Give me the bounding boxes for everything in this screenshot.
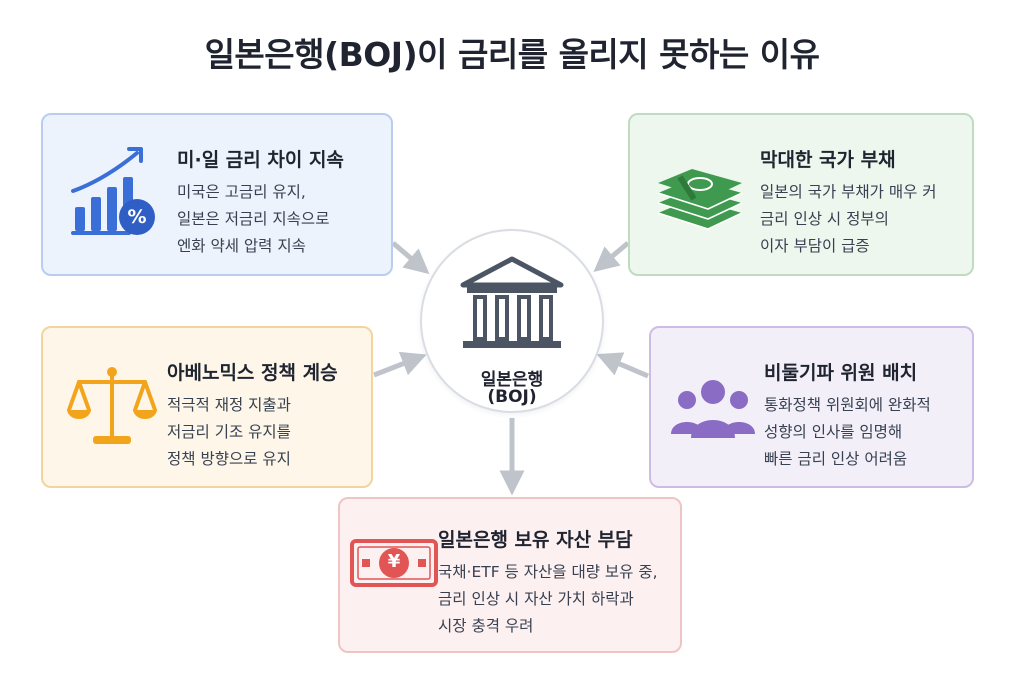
card-debt-line: 금리 인상 시 정부의 <box>760 210 889 228</box>
card-assets-title: 일본은행 보유 자산 부담 <box>438 529 633 551</box>
card-debt-line: 이자 부담이 급증 <box>760 237 870 255</box>
arrow-abenomics <box>373 351 427 378</box>
card-assets-line: 시장 충격 우려 <box>438 617 534 635</box>
card-dovish-line: 성향의 인사를 임명해 <box>764 423 903 441</box>
card-dovish-line: 빠른 금리 인상 어려움 <box>764 450 908 468</box>
chart-percent-icon <box>71 147 155 235</box>
arrow-dovish <box>596 352 649 379</box>
card-abenomics-line: 저금리 기조 유지를 <box>167 423 291 441</box>
card-dovish-title: 비둘기파 위원 배치 <box>764 362 918 384</box>
card-rate-gap-body: 미국은 고금리 유지, 일본은 저금리 지속으로 엔화 약세 압력 지속 <box>177 179 329 260</box>
arrow-debt <box>593 241 630 273</box>
card-rate-gap: % 미·일 금리 차이 지속 미국은 고금리 유지, 일본은 저금리 지속으로 … <box>41 113 393 276</box>
card-assets-line: 금리 인상 시 자산 가치 하락과 <box>438 590 634 608</box>
card-debt-body: 일본의 국가 부채가 매우 커 금리 인상 시 정부의 이자 부담이 급증 <box>760 179 937 260</box>
card-abenomics: 아베노믹스 정책 계승 적극적 재정 지출과 저금리 기조 유지를 정책 방향으… <box>41 326 373 488</box>
card-rate-gap-title: 미·일 금리 차이 지속 <box>177 149 344 171</box>
center-boj-node: 일본은행 (BOJ) <box>420 229 604 413</box>
card-assets-body: 국채·ETF 등 자산을 대량 보유 중, 금리 인상 시 자산 가치 하락과 … <box>438 559 658 640</box>
card-debt: 막대한 국가 부채 일본의 국가 부채가 매우 커 금리 인상 시 정부의 이자… <box>628 113 974 276</box>
percent-badge-label: % <box>127 206 147 228</box>
card-rate-gap-line: 미국은 고금리 유지, <box>177 183 306 201</box>
page-title: 일본은행(BOJ)이 금리를 올리지 못하는 이유 <box>204 35 820 74</box>
card-assets-line: 국채·ETF 등 자산을 대량 보유 중, <box>438 563 658 581</box>
card-abenomics-line: 정책 방향으로 유지 <box>167 450 291 468</box>
yen-symbol-label: ¥ <box>387 551 401 572</box>
card-abenomics-line: 적극적 재정 지출과 <box>167 396 291 414</box>
center-label-line1: 일본은행 <box>480 370 544 390</box>
card-rate-gap-line: 일본은 저금리 지속으로 <box>177 210 330 228</box>
yen-banknote-icon <box>350 539 438 587</box>
card-dovish-line: 통화정책 위원회에 완화적 <box>764 396 931 414</box>
scales-icon <box>67 367 157 444</box>
card-dovish: 비둘기파 위원 배치 통화정책 위원회에 완화적 성향의 인사를 임명해 빠른 … <box>649 326 974 488</box>
card-abenomics-title: 아베노믹스 정책 계승 <box>167 362 338 384</box>
card-assets: ¥ 일본은행 보유 자산 부담 국채·ETF 등 자산을 대량 보유 중, 금리… <box>338 497 682 653</box>
card-debt-title: 막대한 국가 부채 <box>760 149 896 171</box>
bank-building-icon <box>460 256 564 348</box>
money-stack-icon <box>657 169 743 230</box>
card-abenomics-body: 적극적 재정 지출과 저금리 기조 유지를 정책 방향으로 유지 <box>167 392 291 473</box>
people-group-icon <box>671 380 755 438</box>
card-dovish-body: 통화정책 위원회에 완화적 성향의 인사를 임명해 빠른 금리 인상 어려움 <box>764 392 931 473</box>
card-rate-gap-line: 엔화 약세 압력 지속 <box>177 237 306 255</box>
arrow-rate-gap <box>391 241 430 275</box>
card-debt-line: 일본의 국가 부채가 매우 커 <box>760 183 937 201</box>
center-label-line2: (BOJ) <box>487 387 537 407</box>
